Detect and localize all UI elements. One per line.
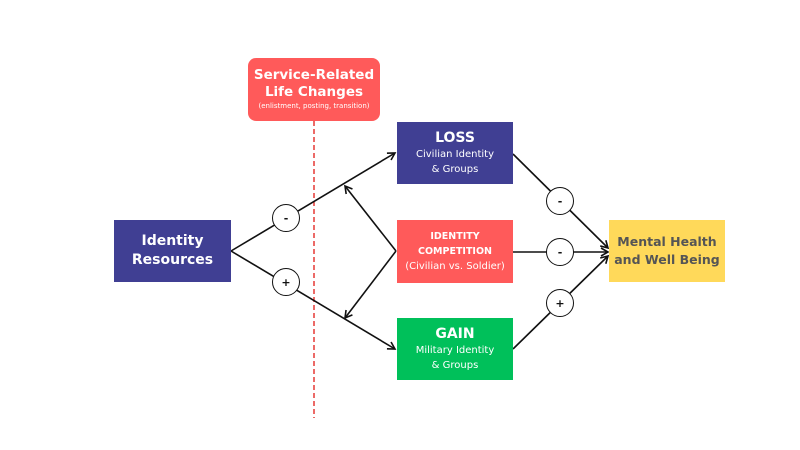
loss-title: LOSS bbox=[435, 129, 475, 146]
service-changes-subtitle: (enlistment, posting, transition) bbox=[258, 102, 370, 110]
competition-title-line1: IDENTITY bbox=[430, 231, 480, 242]
gain-title: GAIN bbox=[435, 325, 475, 342]
gain-sub-line1: Military Identity bbox=[415, 344, 495, 356]
gain-node: GAIN Military Identity & Groups bbox=[397, 318, 513, 380]
identity-competition-node: IDENTITY COMPETITION (Civilian vs. Soldi… bbox=[397, 220, 513, 283]
loss-sub-line2: & Groups bbox=[431, 163, 479, 175]
edge-competition-to-loss-path bbox=[344, 184, 397, 252]
identity-resources-title-line1: Identity bbox=[141, 233, 204, 249]
wellbeing-title-line2: and Well Being bbox=[614, 252, 720, 267]
sign-resources-to-gain: + bbox=[272, 268, 300, 296]
competition-title-line2: COMPETITION bbox=[417, 246, 492, 257]
service-changes-title-line1: Service-Related bbox=[253, 67, 375, 83]
mental-health-wellbeing-node: Mental Health and Well Being bbox=[609, 220, 725, 282]
competition-subtitle: (Civilian vs. Soldier) bbox=[405, 261, 505, 272]
edge-resources-to-loss bbox=[230, 152, 397, 252]
wellbeing-title-line1: Mental Health bbox=[617, 234, 717, 249]
loss-sub-line1: Civilian Identity bbox=[416, 148, 494, 160]
gain-sub-line2: & Groups bbox=[431, 359, 479, 371]
service-changes-node: Service-Related Life Changes (enlistment… bbox=[248, 58, 380, 121]
service-changes-title-line2: Life Changes bbox=[264, 84, 364, 100]
sign-gain-to-wellbeing: + bbox=[546, 289, 574, 317]
loss-node: LOSS Civilian Identity & Groups bbox=[397, 122, 513, 184]
sign-loss-to-wellbeing: - bbox=[546, 187, 574, 215]
identity-resources-node: Identity Resources bbox=[114, 220, 231, 282]
sign-resources-to-loss: - bbox=[272, 204, 300, 232]
edge-competition-to-gain-path bbox=[344, 250, 397, 320]
identity-resources-title-line2: Resources bbox=[131, 252, 214, 268]
edge-resources-to-gain bbox=[230, 250, 397, 350]
sign-competition-to-wellbeing: - bbox=[546, 238, 574, 266]
